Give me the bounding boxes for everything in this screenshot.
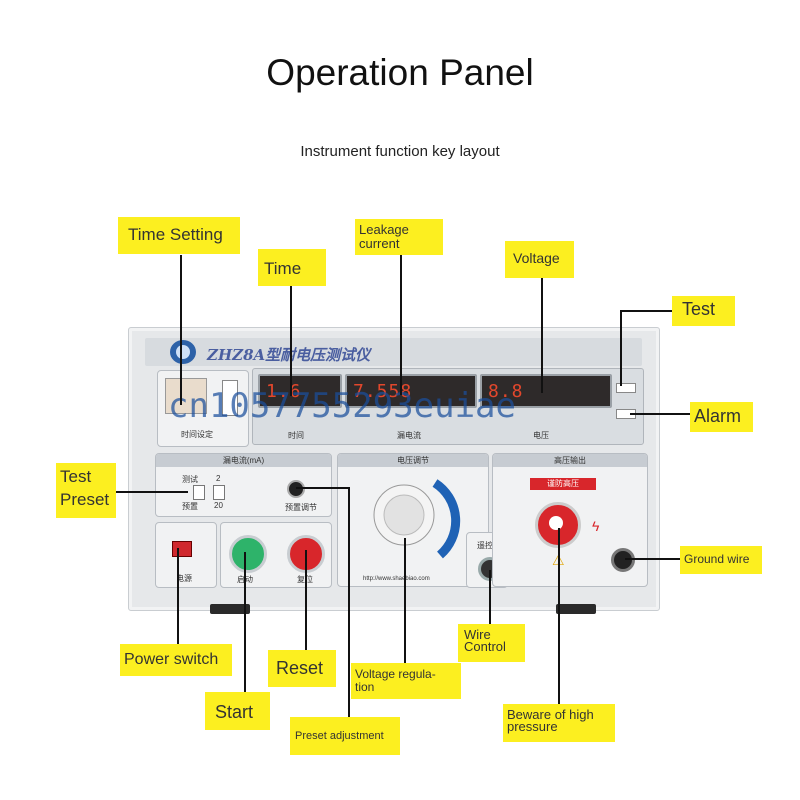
label-time: Time [258,249,326,286]
test-indicator [616,383,636,393]
leakage-section-header: 漏电流(mA) [156,454,331,467]
test-preset-switch[interactable] [193,485,205,500]
device-header [145,338,642,366]
time-toggle[interactable] [222,380,238,416]
preset-caption: 预置 [182,502,198,511]
label-voltage: Voltage [505,241,574,278]
label-preset-adjustment: Preset adjustment [290,717,400,755]
power-caption: 电源 [176,574,192,583]
leader-line [116,491,188,493]
leakage-digits: 7.558 [353,381,413,402]
watermark-text: cn1057755293euiae [168,386,516,426]
lightning-icon: ϟ [592,518,600,534]
label-wire-control: Wire Control [458,624,525,662]
preset-adjust-caption: 预置调节 [285,503,317,512]
time-setting-switch[interactable] [165,378,207,414]
leader-line [541,278,543,393]
leakage-display-caption: 漏电流 [397,431,421,440]
label-time-setting: Time Setting [118,217,240,254]
leader-line [630,413,690,415]
leader-line [558,528,560,704]
leader-line [305,550,307,650]
logo-flower-icon [176,345,190,359]
leader-line [244,552,246,692]
device-model: ZHZ8A型耐电压测试仪 [207,346,371,364]
hv-warning-badge: 谨防高压 [530,478,596,490]
terminal-hole [549,516,563,530]
range-20-caption: 20 [214,501,223,510]
website-text: http://www.shaebiao.com [363,576,430,582]
device-foot [556,604,596,614]
remote-caption: 遥控 [477,541,493,550]
power-switch[interactable] [172,541,192,557]
label-alarm: Alarm [690,402,753,432]
preset-adjust-knob[interactable] [287,480,305,498]
ground-terminal[interactable] [611,548,635,572]
time-set-caption: 时间设定 [181,430,213,439]
label-start: Start [205,692,270,730]
hv-section-header: 高压输出 [493,454,647,467]
range-2-caption: 2 [216,474,221,483]
label-leakage-current: Leakage current [355,219,443,255]
voltage-display-caption: 电压 [533,431,549,440]
voltage-knob[interactable] [370,475,470,565]
leader-line [620,310,672,312]
leader-line [489,570,491,625]
label-voltage-regulation: Voltage regula- tion [351,663,461,699]
label-beware-high-pressure: Beware of high pressure [503,704,615,742]
voltage-section-header: 电压调节 [338,454,488,467]
leader-line [400,255,402,395]
leader-line [290,286,292,396]
time-display-caption: 时间 [288,431,304,440]
voltage-digits: 8.8 [488,381,524,402]
leader-line [348,487,350,717]
label-test-preset: Test Preset [56,463,116,518]
leader-line [177,548,179,644]
leader-line [180,255,182,405]
leakage-range-panel: 漏电流(mA) [155,453,332,517]
page-title: Operation Panel [266,52,534,93]
leader-line [620,310,622,386]
label-reset: Reset [268,650,336,687]
label-ground-wire: Ground wire [680,546,762,574]
range-switch[interactable] [213,485,225,500]
device-foot [210,604,250,614]
test-caption: 测试 [182,475,198,484]
page-subtitle: Instrument function key layout [300,143,500,160]
leader-line [296,487,348,489]
label-test: Test [672,296,735,326]
label-power-switch: Power switch [120,644,232,676]
leakage-display: 7.558 [345,374,477,408]
leader-line [625,558,680,560]
start-button[interactable] [229,535,267,573]
voltage-display: 8.8 [480,374,612,408]
leader-line [404,538,406,663]
time-display: 1.6 [258,374,342,408]
